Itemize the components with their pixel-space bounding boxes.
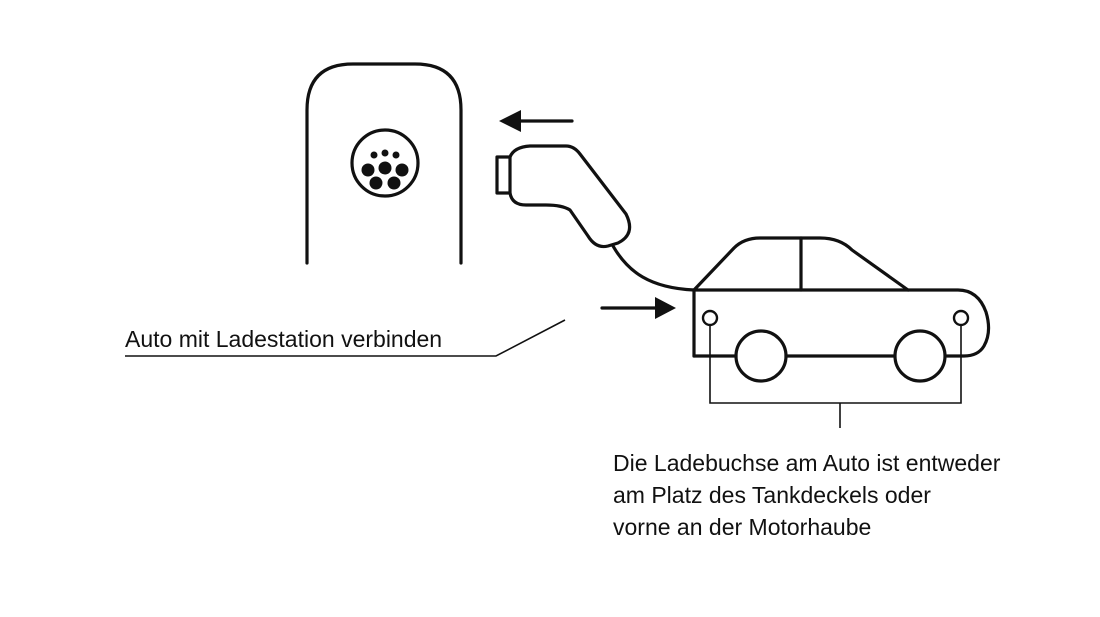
socket-note: Die Ladebuchse am Auto ist entweder am P…	[613, 447, 1000, 543]
car-icon	[692, 236, 991, 383]
charging-plug-icon	[495, 144, 632, 249]
socket-note-line: vorne an der Motorhaube	[613, 514, 872, 540]
charging-cable-icon	[611, 244, 696, 292]
connect-leader-line	[125, 319, 566, 357]
socket-note-line: am Platz des Tankdeckels oder	[613, 482, 931, 508]
arrow-right-icon	[600, 297, 676, 319]
socket-note-line: Die Ladebuchse am Auto ist entweder	[613, 450, 1001, 476]
charging-station-icon	[305, 62, 463, 265]
charging-socket-icon	[350, 128, 420, 198]
connect-label: Auto mit Ladestation verbinden	[125, 326, 443, 352]
car-charging-port-icon	[701, 309, 970, 327]
socket-callout-bracket	[709, 325, 962, 428]
arrow-left-icon	[499, 110, 574, 132]
